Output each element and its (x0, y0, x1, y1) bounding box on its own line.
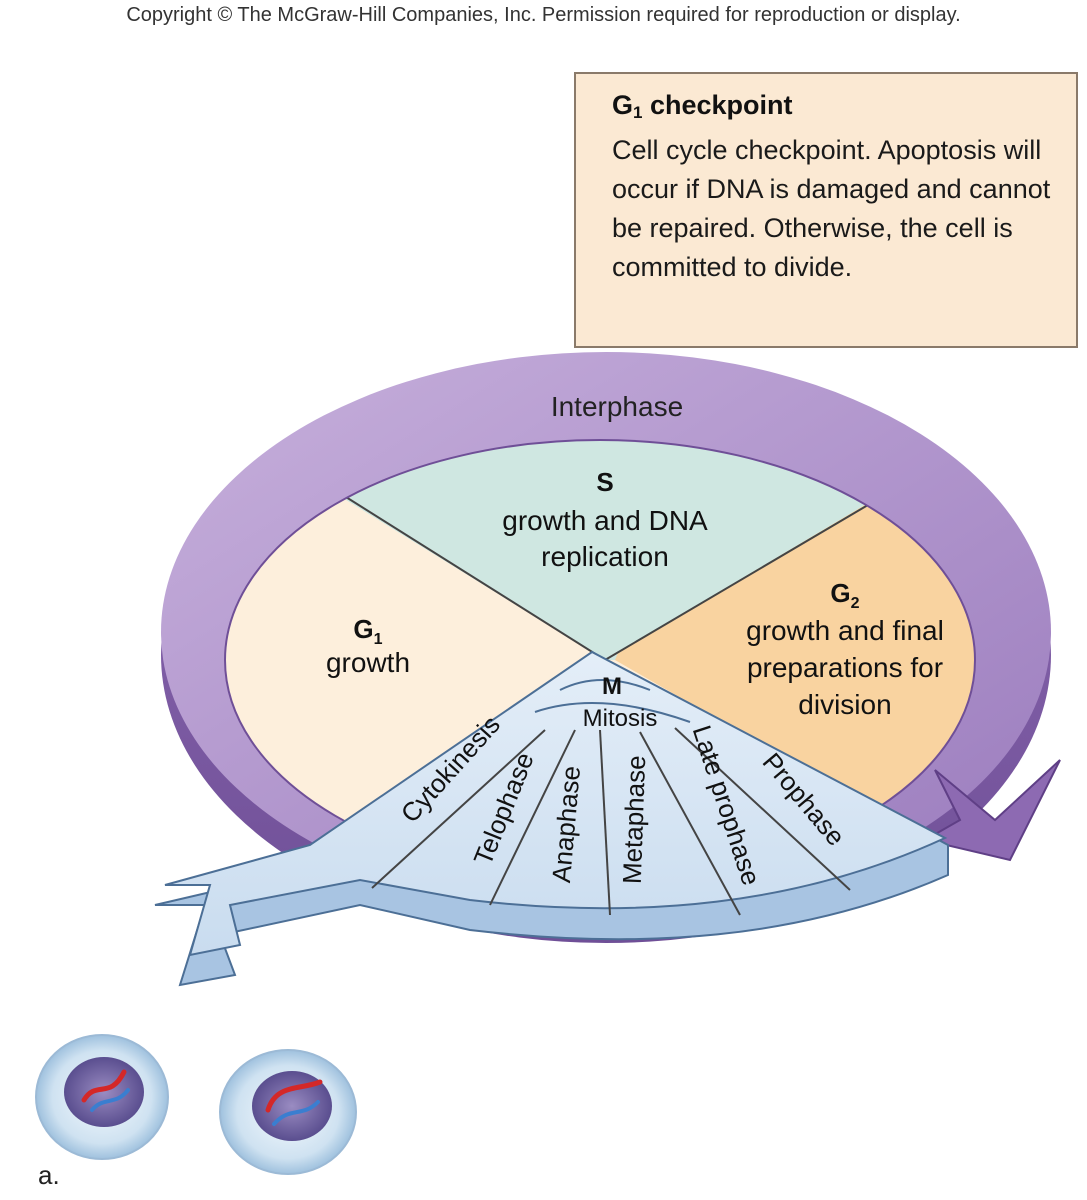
callout-text: Cell cycle checkpoint. Apoptosis will oc… (612, 135, 1051, 282)
daughter-cell-right (219, 1049, 357, 1175)
g2-desc-line2: preparations for (747, 652, 943, 683)
cycle-disc (225, 440, 975, 880)
copyright-notice: Copyright © The McGraw-Hill Companies, I… (126, 4, 961, 26)
callout-title: G1 checkpoint (612, 90, 793, 122)
mitosis-wedge (154, 650, 949, 987)
s-desc-line1: growth and DNA (502, 505, 708, 536)
daughter-cell-left (35, 1034, 169, 1160)
g1-desc: growth (326, 647, 410, 678)
g2-desc-line1: growth and final (746, 615, 944, 646)
s-sector-top (330, 440, 890, 660)
g1-title: G1 (353, 614, 382, 648)
phase-metaphase: Metaphase (617, 755, 651, 885)
figure-label: a. (38, 1160, 60, 1190)
interphase-label: Interphase (551, 391, 683, 422)
m-title: M (602, 673, 622, 700)
g2-title: G2 (830, 578, 859, 612)
interphase-arrowhead (922, 759, 1061, 862)
s-title: S (596, 467, 613, 497)
g2-desc-line3: division (798, 689, 891, 720)
mitosis-label: Mitosis (583, 705, 658, 732)
g1-checkpoint-callout: G1 checkpoint Cell cycle checkpoint. Apo… (574, 72, 1078, 348)
s-desc-line2: replication (541, 541, 669, 572)
